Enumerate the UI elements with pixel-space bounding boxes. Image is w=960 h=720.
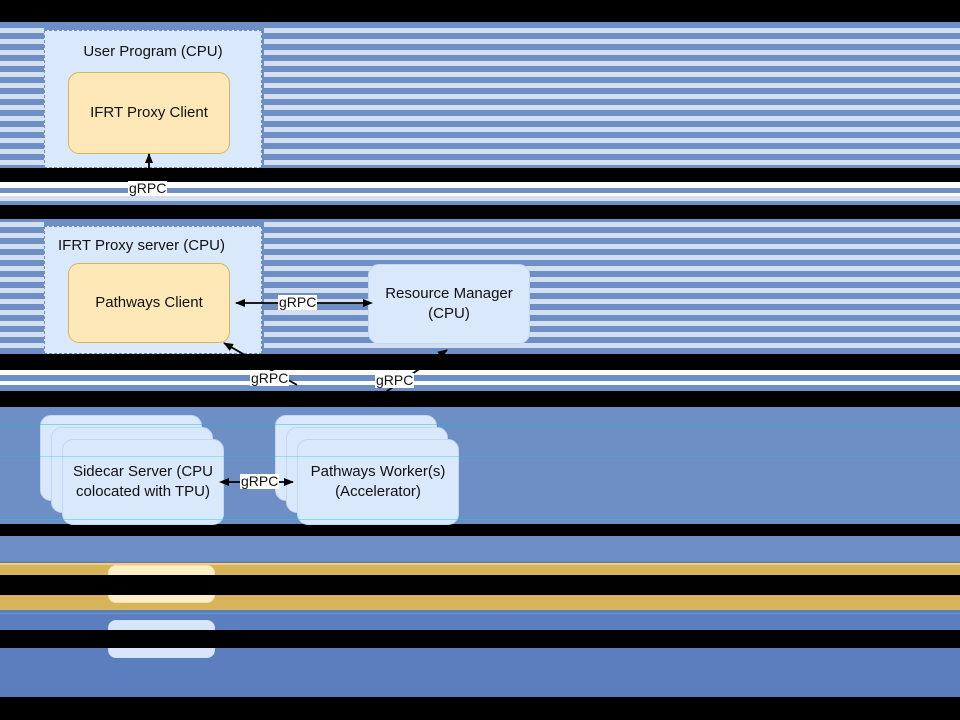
render-artifact-bar-9 <box>0 0 960 22</box>
hairline-artifact-2 <box>0 456 960 457</box>
render-artifact-bar-4 <box>0 205 960 219</box>
node-sidecar-server-line2: colocated with TPU) <box>76 483 210 500</box>
node-pathways-workers[interactable]: Pathways Worker(s) (Accelerator) <box>297 439 459 525</box>
node-ifrt-proxy-client-label: IFRT Proxy Client <box>90 104 208 122</box>
scanline-artifact-top <box>0 28 44 168</box>
edge-label-pathways-rm: gRPC <box>278 294 318 311</box>
render-artifact-bar-11 <box>0 697 960 720</box>
node-resource-manager-line2: (CPU) <box>428 305 470 322</box>
legend-label-blue-occlusion-right <box>262 630 960 648</box>
hairline-artifact-1 <box>0 424 960 425</box>
render-artifact-bar-5 <box>0 354 960 370</box>
render-artifact-bar-6 <box>0 370 960 375</box>
render-artifact-bar-7 <box>0 381 960 385</box>
edge-label-pathways-sidecar: gRPC <box>250 370 290 387</box>
scanline-artifact-band <box>0 196 960 218</box>
hairline-artifact-3 <box>0 519 960 520</box>
legend-band-highlight <box>0 563 960 565</box>
node-sidecar-server[interactable]: Sidecar Server (CPU colocated with TPU) <box>62 439 224 525</box>
render-artifact-bar-8 <box>0 391 960 407</box>
edge-label-sidecar-workers: gRPC <box>240 473 280 490</box>
node-ifrt-proxy-client[interactable]: IFRT Proxy Client <box>68 72 230 154</box>
node-pathways-client[interactable]: Pathways Client <box>68 263 230 343</box>
scanline-artifact-mid-left <box>0 222 44 354</box>
hairline-artifact-4 <box>0 613 960 614</box>
group-ifrt-proxy-server-title: IFRT Proxy server (CPU) <box>58 237 225 254</box>
node-pathways-workers-line2: (Accelerator) <box>335 483 421 500</box>
scanline-artifact-top-right <box>264 28 960 168</box>
node-pathways-client-label: Pathways Client <box>95 294 203 312</box>
render-artifact-bar-10 <box>0 524 960 536</box>
edge-label-client-to-server: gRPC <box>128 180 168 197</box>
legend-swatch-yellow <box>108 565 215 603</box>
node-pathways-workers-line1: Pathways Worker(s) <box>310 463 446 481</box>
node-sidecar-server-line1: Sidecar Server (CPU <box>72 463 214 481</box>
group-user-program-title: User Program (CPU) <box>83 43 223 60</box>
edge-label-rm-workers: gRPC <box>375 372 415 389</box>
legend-swatch-blue <box>108 620 215 658</box>
node-resource-manager[interactable]: Resource Manager (CPU) <box>368 264 530 344</box>
node-resource-manager-line1: Resource Manager <box>385 285 513 303</box>
